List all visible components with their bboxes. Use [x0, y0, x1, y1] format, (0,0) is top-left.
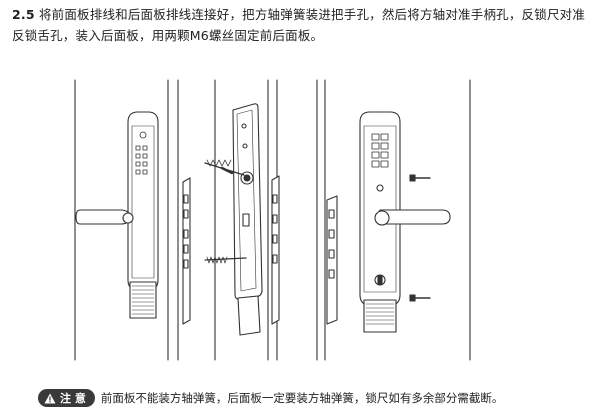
warning-icon [44, 393, 56, 403]
note-label: 注 意 [60, 392, 86, 405]
note-text: 前面板不能装方轴弹簧，后面板一定要装方轴弹簧，锁尺如有多余部分需截断。 [100, 391, 504, 405]
note-callout: 注 意 前面板不能装方轴弹簧，后面板一定要装方轴弹簧，锁尺如有多余部分需截断。 [38, 389, 503, 407]
note-badge: 注 意 [38, 389, 95, 407]
back-panel-illustration [204, 79, 280, 361]
step-description: 将前面板排线和后面板排线连接好，把方轴弹簧装进把手孔，然后将方轴对准手柄孔，反锁… [12, 7, 586, 43]
step-number: 2.5 [12, 7, 35, 22]
installation-diagram [74, 79, 471, 361]
step-instruction: 2.5 将前面板排线和后面板排线连接好，把方轴弹簧装进把手孔，然后将方轴对准手柄… [12, 4, 597, 46]
assembled-lock-illustration [316, 79, 471, 361]
front-panel-illustration [74, 79, 191, 361]
m6-screw-bottom [409, 294, 431, 302]
m6-screw-top [409, 174, 431, 182]
